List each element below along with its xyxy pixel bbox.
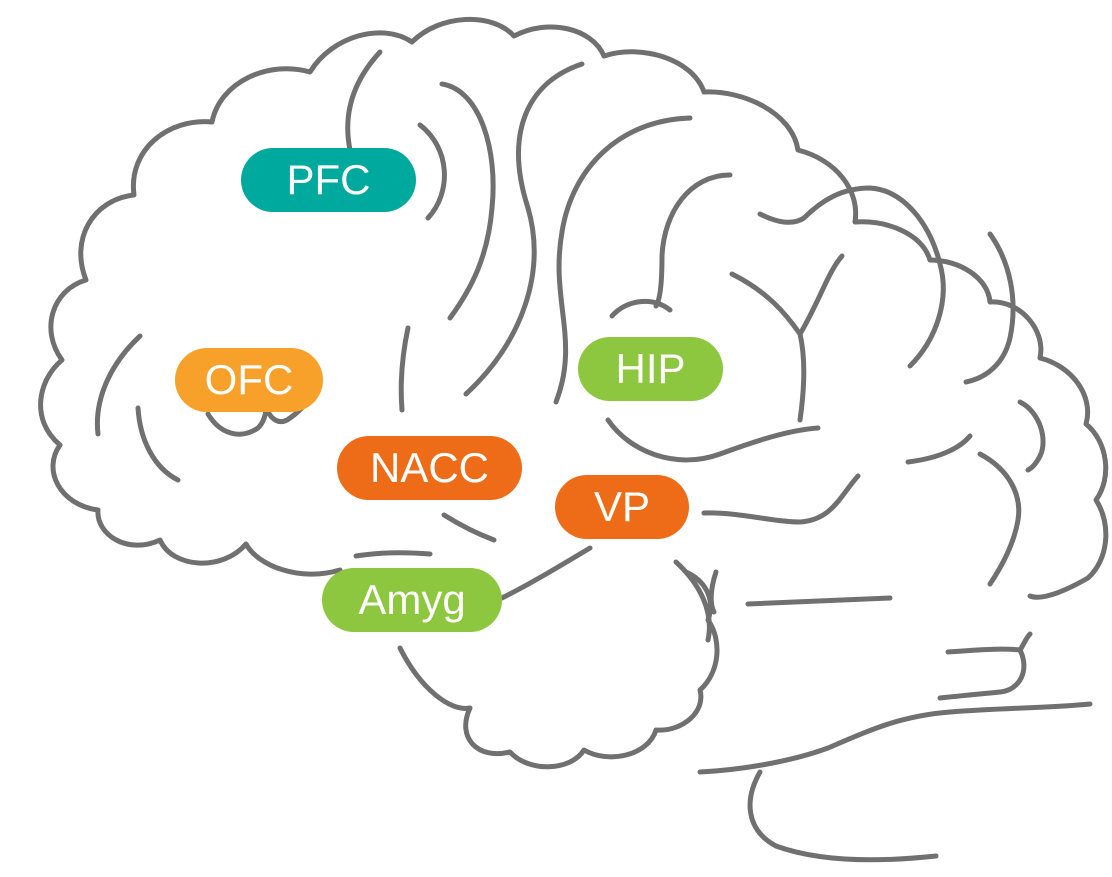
brain-outline	[38, 17, 1109, 600]
region-label-amyg: Amyg	[322, 568, 502, 632]
sulcus-temporal-1	[701, 473, 861, 525]
sulcus-occipital-5	[905, 433, 973, 465]
sulcus-temporal-3	[708, 569, 719, 615]
cerebellum-outline	[697, 701, 1093, 775]
sulcus-parietal-branch	[729, 253, 845, 337]
temporal-outline	[397, 569, 720, 770]
sulcus-lateral	[605, 417, 821, 463]
sulcus-amyg-top	[353, 550, 433, 559]
sulcus-postcentral	[653, 172, 733, 309]
sulcus-parietal-down	[797, 331, 807, 423]
sulcus-ofc-bottom	[135, 405, 181, 483]
sulcus-inferior	[499, 545, 593, 601]
sulcus-frontal-1	[345, 49, 383, 153]
brainstem-outline	[747, 769, 939, 863]
sulcus-vertical	[398, 325, 411, 413]
sulcus-central-left	[439, 81, 496, 321]
region-label-hip: HIP	[578, 337, 723, 401]
region-label-pfc: PFC	[241, 148, 416, 212]
pons-line-top	[945, 646, 1023, 655]
region-label-vp: VP	[555, 475, 689, 539]
region-label-ofc: OFC	[175, 348, 323, 412]
sulcus-occipital-2	[907, 261, 946, 369]
sulcus-central-mid	[463, 61, 585, 397]
sulcus-hip-top	[609, 298, 673, 319]
sulcus-temporal-2	[745, 595, 893, 607]
sulcus-occipital-3	[963, 231, 1016, 385]
pons-notch	[1017, 631, 1033, 653]
sulcus-occipital-1	[757, 185, 943, 267]
sulcus-vp-nacc	[441, 512, 497, 543]
sulcus-parietal	[553, 115, 693, 405]
sulcus-ofc-left	[94, 333, 143, 437]
sulcus-occipital-6	[977, 451, 1022, 587]
sulcus-temporal-4	[673, 559, 712, 643]
region-label-nacc: NACC	[337, 436, 522, 500]
sulcus-frontal-2	[417, 122, 447, 221]
pons-line-curve	[937, 647, 1027, 701]
sulcus-occipital-4	[1017, 399, 1046, 473]
